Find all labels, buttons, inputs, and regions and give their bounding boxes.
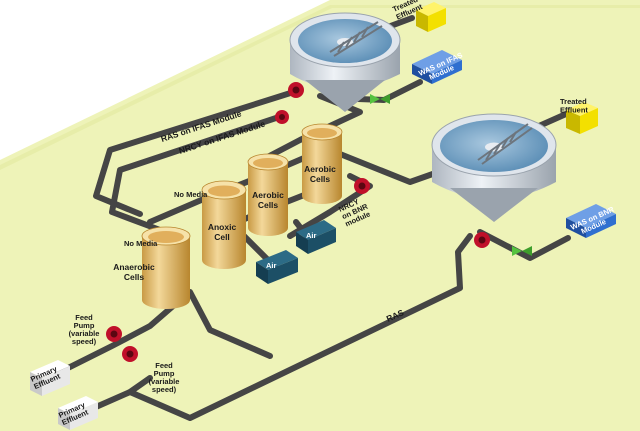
pipe-nrcy-ifas: [109, 115, 279, 233]
pipe-ras-return: [127, 233, 473, 421]
primary-effluent-top-box: [30, 360, 70, 396]
label-air-right: Air: [306, 231, 317, 240]
pump-nrcy-ifas-icon: [275, 110, 289, 124]
pump-top-clarifier-icon: [288, 82, 304, 98]
pump-icons: [106, 82, 490, 362]
pump-nrcy-bnr-icon: [354, 178, 370, 194]
pipe-ras-ifas: [93, 87, 303, 217]
pipe-was-bnr: [477, 229, 571, 261]
feed-pump-top-icon: [106, 326, 122, 342]
feed-pump-bottom-icon: [122, 346, 138, 362]
valve-was-ifas-icon: [370, 94, 390, 104]
label-air-left: Air: [266, 261, 277, 270]
valve-icons: [370, 94, 532, 256]
was-bnr-box: [566, 204, 616, 238]
pipe-feed-top: [57, 297, 183, 375]
valve-was-bnr-icon: [512, 246, 532, 256]
clarifier-top-rake: [329, 21, 383, 57]
label-no-media-left: No Media: [124, 239, 158, 248]
tank-aerobic-mid: [247, 153, 289, 236]
clarifier-right: [431, 113, 557, 222]
pipe-ras-branch: [187, 289, 273, 359]
treated-effluent-top-box: [416, 2, 446, 32]
air-blower-left: [256, 250, 298, 284]
clarifier-top: [289, 12, 401, 112]
pump-ras-icon: [474, 232, 490, 248]
primary-effluent-bottom-box: [58, 396, 98, 430]
tank-anaerobic: [141, 226, 191, 309]
label-no-media-top: No Media: [174, 190, 208, 199]
treated-effluent-right-box: [566, 102, 598, 134]
air-blower-right: [296, 220, 336, 254]
tank-anoxic: [201, 180, 247, 269]
tank-aerobic-right: [301, 123, 343, 204]
clarifier-right-rake: [477, 123, 533, 165]
was-ifas-box: [412, 50, 462, 84]
